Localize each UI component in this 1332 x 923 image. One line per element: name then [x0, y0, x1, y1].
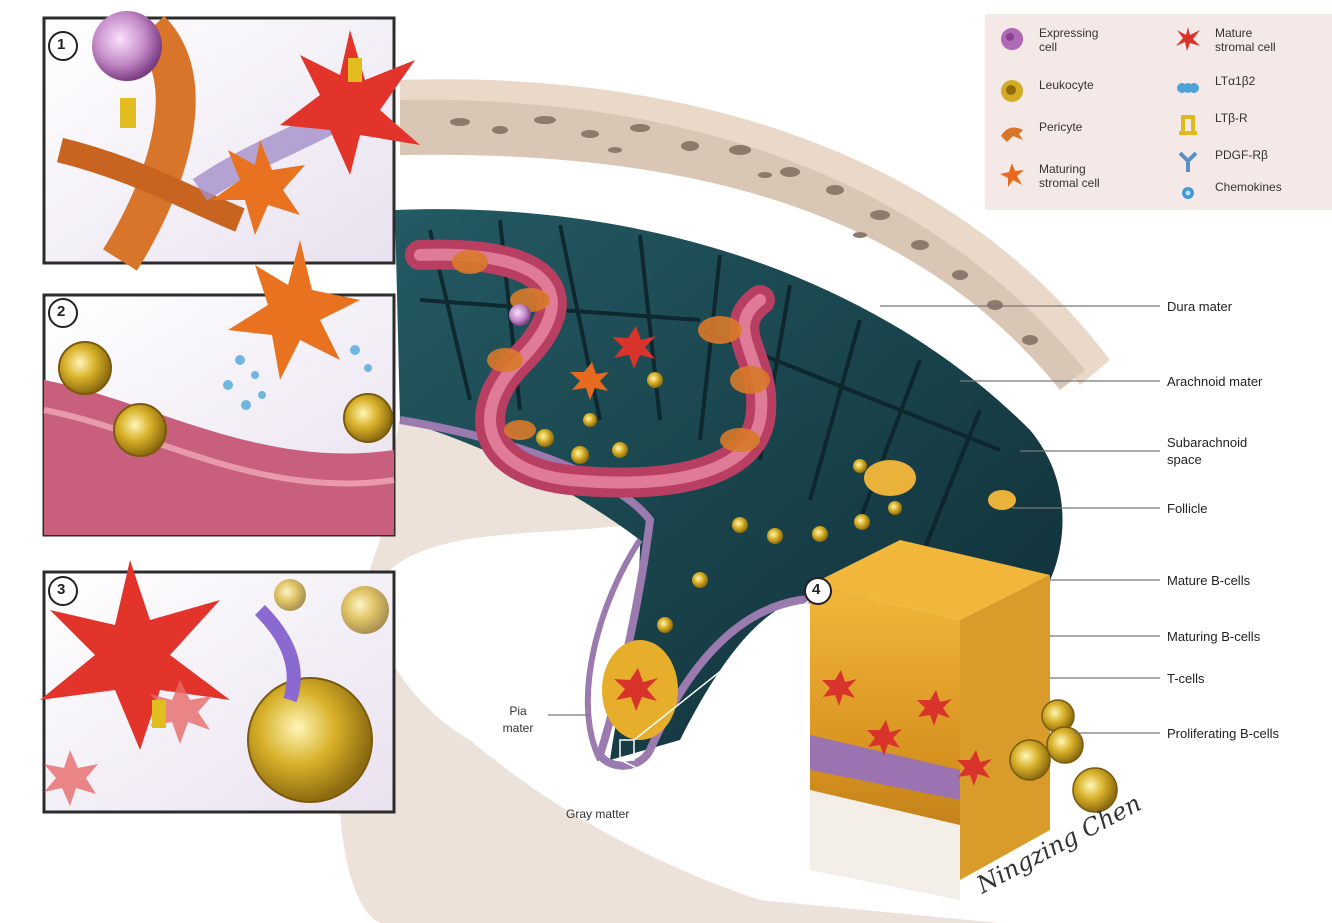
legend-item-lta1b2: LTα1β2	[1175, 74, 1255, 100]
legend: Expressing cell Leukocyte Pericyte Matur…	[985, 14, 1332, 210]
legend-label: Maturing stromal cell	[1039, 162, 1119, 190]
legend-label: Mature stromal cell	[1215, 26, 1295, 54]
callout-subarachnoid-space: Subarachnoid space	[1167, 434, 1277, 468]
lta1b2-icon	[1175, 74, 1201, 100]
inset-panel-2	[44, 240, 394, 535]
legend-label: Pericyte	[1039, 120, 1082, 134]
legend-label: LTα1β2	[1215, 74, 1255, 88]
panel-number-2: 2	[57, 303, 65, 320]
chemokines-icon	[1175, 180, 1201, 206]
mature-stromal-cell-icon	[1175, 26, 1201, 52]
legend-item-ltbr: LTβ-R	[1175, 111, 1248, 137]
legend-label: PDGF-Rβ	[1215, 148, 1268, 162]
pia-mater-label: Pia mater	[494, 703, 542, 737]
legend-item-pericyte: Pericyte	[999, 120, 1082, 146]
callout-dura-mater: Dura mater	[1167, 298, 1232, 315]
legend-item-pdgf-rb: PDGF-Rβ	[1175, 148, 1268, 174]
callout-maturing-b-cells: Maturing B-cells	[1167, 628, 1260, 645]
callout-mature-b-cells: Mature B-cells	[1167, 572, 1250, 589]
callout-follicle: Follicle	[1167, 500, 1207, 517]
legend-label: Chemokines	[1215, 180, 1282, 194]
follicle-blob	[864, 460, 916, 496]
legend-item-mature-stromal-cell: Mature stromal cell	[1175, 26, 1295, 54]
legend-label: Expressing cell	[1039, 26, 1109, 54]
expressing-cell-icon	[999, 26, 1025, 52]
legend-item-expressing-cell: Expressing cell	[999, 26, 1109, 54]
maturing-stromal-cell-icon	[999, 162, 1025, 188]
panel-number-1: 1	[57, 36, 65, 53]
callout-arachnoid-mater: Arachnoid mater	[1167, 373, 1262, 390]
inset-panel-1	[44, 11, 420, 263]
pericyte-icon	[999, 120, 1025, 146]
callout-proliferating-b-cells: Proliferating B-cells	[1167, 725, 1279, 742]
expressing-cell	[509, 304, 531, 326]
panel-number-3: 3	[57, 581, 65, 598]
gray-matter-label: Gray matter	[566, 806, 629, 823]
ltbr-icon	[1175, 111, 1201, 137]
legend-item-chemokines: Chemokines	[1175, 180, 1282, 206]
cube-side	[960, 575, 1050, 880]
callout-t-cells: T-cells	[1167, 670, 1205, 687]
inset-panel-3	[40, 560, 394, 812]
leukocyte-icon	[999, 78, 1025, 104]
legend-label: Leukocyte	[1039, 78, 1094, 92]
panel-number-4: 4	[812, 581, 820, 598]
follicle-small	[988, 490, 1016, 510]
legend-item-leukocyte: Leukocyte	[999, 78, 1094, 104]
legend-item-maturing-stromal-cell: Maturing stromal cell	[999, 162, 1119, 190]
legend-label: LTβ-R	[1215, 111, 1248, 125]
pdgf-rb-icon	[1175, 148, 1201, 174]
